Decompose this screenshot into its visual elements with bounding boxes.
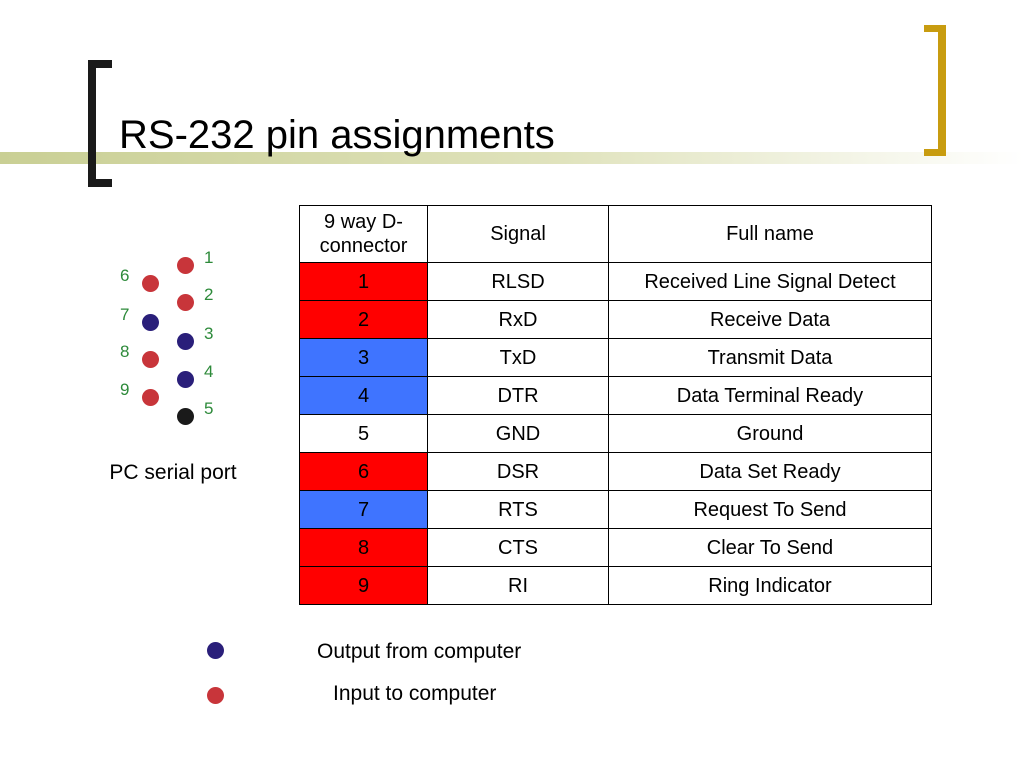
full-name-cell: Received Line Signal Detect (608, 262, 932, 301)
full-name-cell: Ground (608, 414, 932, 453)
signal-cell: RTS (427, 490, 609, 529)
full-name-cell: Clear To Send (608, 528, 932, 567)
table-header-row: 9 way D-connector Signal Full name (299, 205, 932, 263)
pin-number-label: 4 (204, 362, 214, 381)
left-bracket-decoration (88, 60, 112, 187)
full-name-cell: Data Set Ready (608, 452, 932, 491)
pin-number-label: 2 (204, 285, 214, 304)
output-legend-label: Output from computer (317, 640, 522, 663)
pin-dot (177, 408, 194, 425)
pin-dot (142, 275, 159, 292)
connector-label: PC serial port (109, 461, 237, 484)
pin-cell: 6 (299, 452, 428, 491)
title-underline-band (0, 152, 1023, 164)
output-legend-dot (207, 642, 224, 659)
pin-cell: 5 (299, 414, 428, 453)
right-bracket-decoration (924, 25, 946, 156)
pin-cell: 3 (299, 338, 428, 377)
pin-dot (142, 314, 159, 331)
pin-cell: 9 (299, 566, 428, 605)
header-full-name: Full name (608, 205, 932, 263)
pin-cell: 1 (299, 262, 428, 301)
pin-dot (177, 294, 194, 311)
pin-dot (142, 351, 159, 368)
full-name-cell: Request To Send (608, 490, 932, 529)
signal-cell: GND (427, 414, 609, 453)
header-signal: Signal (427, 205, 609, 263)
pin-number-label: 7 (120, 305, 130, 324)
full-name-cell: Data Terminal Ready (608, 376, 932, 415)
pin-number-label: 9 (120, 380, 130, 399)
signal-cell: RLSD (427, 262, 609, 301)
signal-cell: CTS (427, 528, 609, 567)
header-connector: 9 way D-connector (299, 205, 428, 263)
full-name-cell: Transmit Data (608, 338, 932, 377)
pin-number-label: 8 (120, 342, 130, 361)
signal-cell: DTR (427, 376, 609, 415)
pin-number-label: 1 (204, 248, 214, 267)
pin-cell: 8 (299, 528, 428, 567)
signal-cell: RI (427, 566, 609, 605)
page-title: RS-232 pin assignments (119, 113, 555, 157)
pin-dot (177, 257, 194, 274)
pin-cell: 4 (299, 376, 428, 415)
full-name-cell: Receive Data (608, 300, 932, 339)
pin-cell: 2 (299, 300, 428, 339)
signal-cell: DSR (427, 452, 609, 491)
input-legend-dot (207, 687, 224, 704)
pin-number-label: 5 (204, 399, 214, 418)
signal-cell: TxD (427, 338, 609, 377)
input-legend-label: Input to computer (333, 682, 497, 705)
signal-cell: RxD (427, 300, 609, 339)
pin-dot (177, 371, 194, 388)
pin-dot (142, 389, 159, 406)
full-name-cell: Ring Indicator (608, 566, 932, 605)
pin-number-label: 6 (120, 266, 130, 285)
pin-number-label: 3 (204, 324, 214, 343)
pin-dot (177, 333, 194, 350)
pin-cell: 7 (299, 490, 428, 529)
